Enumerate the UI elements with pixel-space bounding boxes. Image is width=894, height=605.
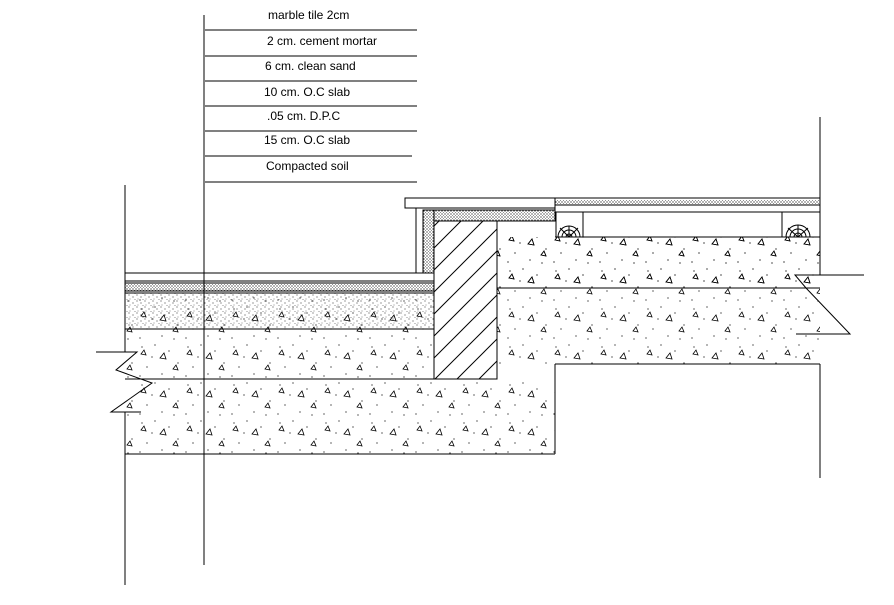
layer-label-cement-mortar: 2 cm. cement mortar (267, 34, 378, 48)
concrete-fill (125, 237, 820, 454)
layer-label-oc-slab-10: 10 cm. O.C slab (264, 85, 351, 99)
cement-mortar-layer (125, 283, 434, 291)
timber-sleeper-right (781, 211, 821, 238)
step-top-mortar (433, 209, 556, 222)
layer-label-dpc: .05 cm. D.P.C (267, 109, 341, 123)
right-floor-layers (497, 197, 820, 454)
step-mortar (422, 209, 435, 274)
marble-tile-right (555, 200, 820, 205)
layer-label-oc-slab-15: 15 cm. O.C slab (264, 133, 351, 147)
layer-label-compacted-soil: Compacted soil (266, 159, 349, 173)
upper-concrete-fill (497, 237, 820, 364)
brick-step (433, 220, 498, 380)
right-break-line (793, 117, 864, 478)
left-break-line (96, 185, 154, 585)
layer-label-marble-tile: marble tile 2cm (268, 8, 350, 22)
left-floor-layers (125, 272, 555, 455)
timber-sleeper-left (555, 211, 584, 238)
clean-sand-layer (125, 293, 434, 329)
layer-label-clean-sand: 6 cm. clean sand (265, 59, 356, 73)
